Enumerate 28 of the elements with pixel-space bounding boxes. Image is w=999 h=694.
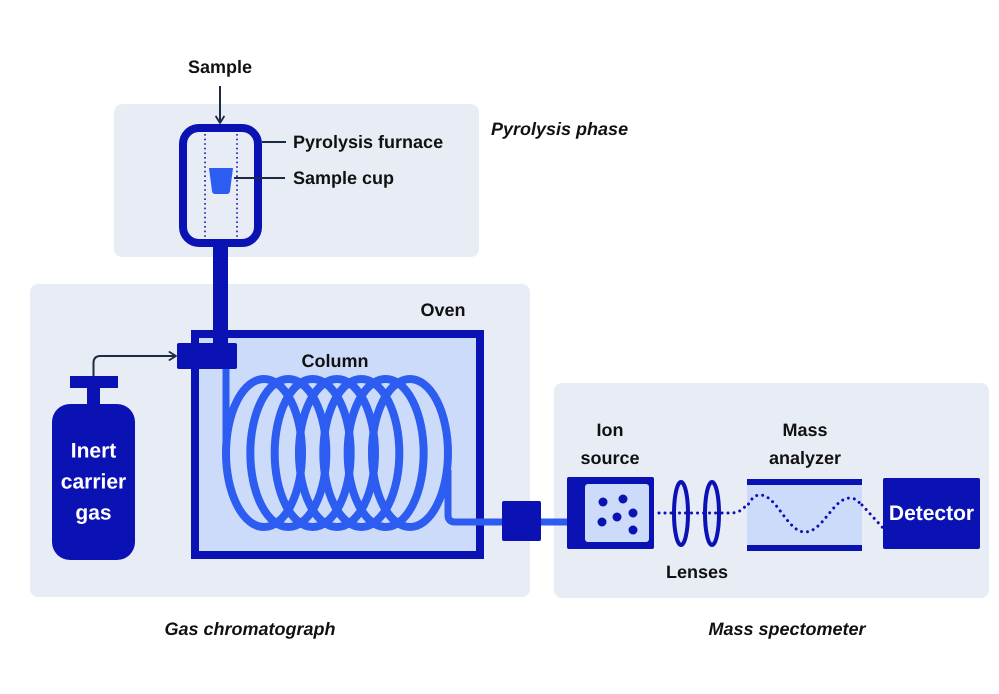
arrow <box>215 86 225 124</box>
part-label: Mass analyzer <box>768 419 842 470</box>
dotted-line <box>658 512 674 514</box>
section-heading: Mass spectometer <box>708 618 866 640</box>
detector-label: Detector <box>888 500 974 526</box>
leader-line <box>234 177 285 179</box>
section-heading: Gas chromatograph <box>164 618 336 640</box>
leader-line <box>262 141 286 143</box>
cylinder-label: Inert carrier gas <box>60 438 126 526</box>
part-label: Ion source <box>580 419 640 470</box>
connector-block <box>502 501 541 541</box>
part-label: Sample <box>188 56 252 78</box>
part-label: Column <box>302 350 368 372</box>
part-label: Sample cup <box>293 167 394 189</box>
cup-icon <box>209 168 233 194</box>
dotted-line <box>720 504 748 514</box>
part-label: Pyrolysis furnace <box>293 131 444 153</box>
tube <box>541 518 567 526</box>
part-label: Oven <box>420 299 466 321</box>
section-heading: Pyrolysis phase <box>491 118 628 140</box>
injector-block <box>177 343 237 369</box>
dotted-line <box>860 504 884 530</box>
tube <box>222 369 230 440</box>
arrow <box>92 351 177 376</box>
tube <box>444 470 502 526</box>
detector-block <box>883 478 980 549</box>
part-label: Lenses <box>666 561 728 583</box>
furnace-frame <box>179 124 262 247</box>
